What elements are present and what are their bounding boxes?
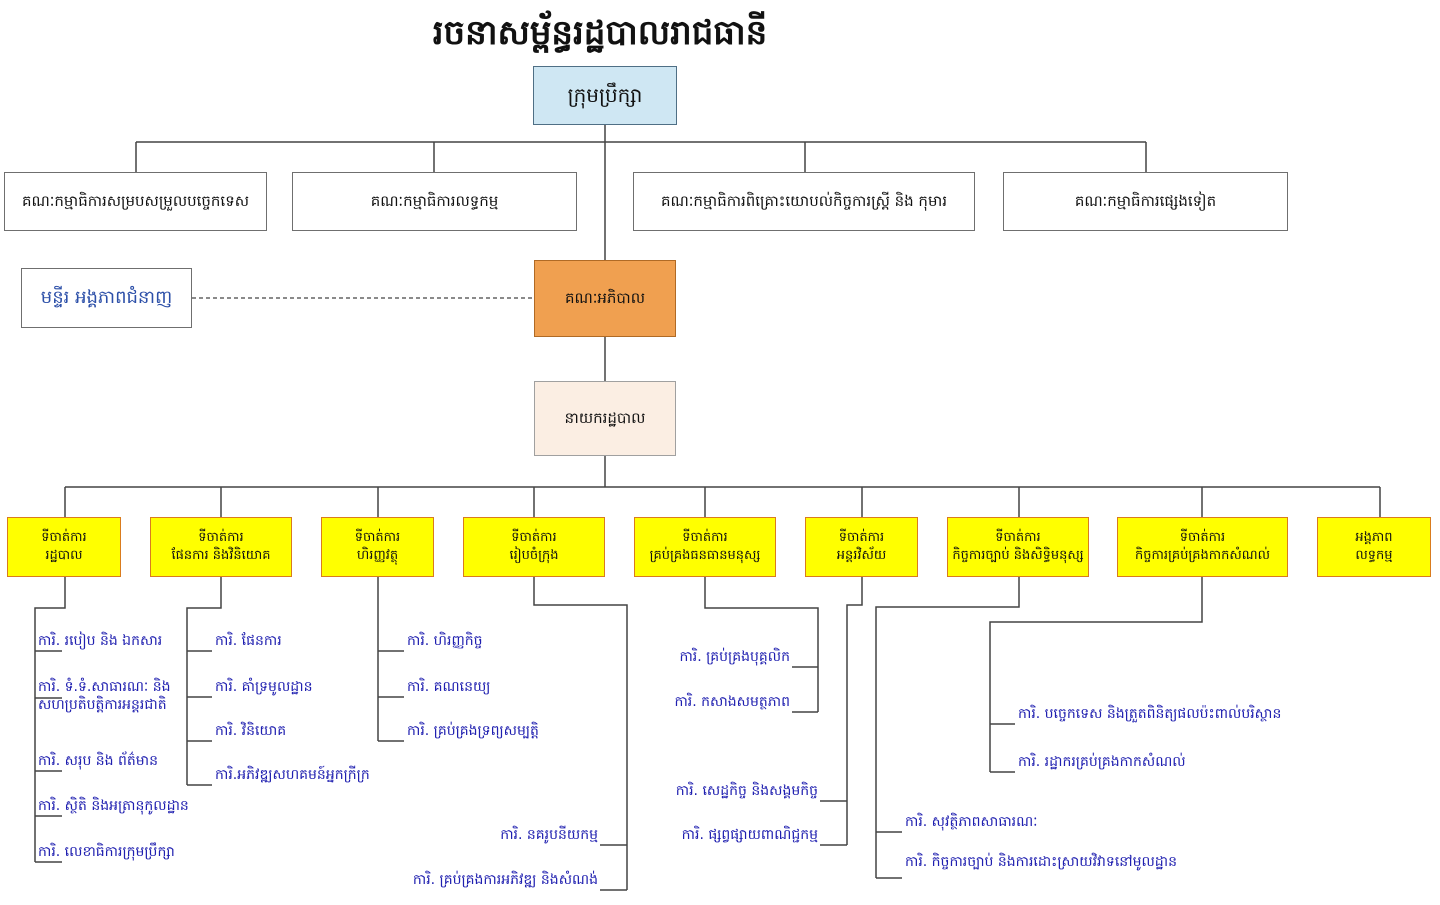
- chief-administrator-box: នាយករដ្ឋបាល: [534, 381, 676, 456]
- department-line2: កិច្ចការច្បាប់ និងសិទ្ធិមនុស្ស: [952, 548, 1084, 563]
- department-line1: ទីចាត់ការ: [1179, 530, 1226, 546]
- office-label: ការិ. សេដ្ឋកិច្ច និងសង្គមកិច្ច: [675, 783, 818, 799]
- specialized-units-label: មន្ទីរ អង្គភាពជំនាញ: [40, 286, 173, 308]
- department-line1: ទីចាត់ការ: [41, 530, 87, 546]
- office-label: ការិ. របៀប និង ឯកសារ: [38, 633, 163, 649]
- committee-label: គណៈកម្មាធិការផ្សេងទៀត: [1074, 192, 1217, 211]
- department-box: ទីចាត់ការគ្រប់គ្រងធនធានមនុស្ស: [634, 517, 776, 577]
- committee-procurement-box: គណៈកម្មាធិការលទ្ធកម្ម: [292, 172, 577, 231]
- office-label: ការិ. គាំទ្រមូលដ្ឋាន: [215, 679, 313, 695]
- committee-other-box: គណៈកម្មាធិការផ្សេងទៀត: [1003, 172, 1288, 231]
- office-label: ការិ. ផែនការ: [215, 633, 282, 649]
- department-line1: ទីចាត់ការ: [198, 530, 244, 546]
- department-box: ទីចាត់ការកិច្ចការគ្រប់គ្រងកាកសំណល់: [1117, 517, 1288, 577]
- office-label: ការិ. ស្ថិតិ និងអត្រានុកូលដ្ឋាន: [38, 798, 189, 814]
- office-label: ការិ. គណនេយ្យ: [407, 679, 491, 695]
- office-label: ការិ. ទំ.ទំ.សាធារណៈ និងសហប្រតិបត្តិការអន…: [38, 679, 171, 713]
- office-label: ការិ. នគរូបនីយកម្ម: [500, 827, 598, 843]
- office-label: ការិ. គ្រប់គ្រងការអភិវឌ្ឍ និងសំណង់: [412, 872, 598, 888]
- office-label: ការិ. ផ្សព្វផ្សាយពាណិជ្ជកម្ម: [681, 827, 818, 843]
- department-line2: កិច្ចការគ្រប់គ្រងកាកសំណល់: [1134, 548, 1270, 563]
- office-label: ការិ. រដ្ឋាករគ្រប់គ្រងកាកសំណល់: [1018, 754, 1186, 770]
- committee-technical-box: គណៈកម្មាធិការសម្របសម្រួលបច្ចេកទេស: [4, 172, 267, 231]
- department-box: ទីចាត់ការកិច្ចការច្បាប់ និងសិទ្ធិមនុស្ស: [947, 517, 1089, 577]
- committee-label: គណៈកម្មាធិការសម្របសម្រួលបច្ចេកទេស: [21, 192, 249, 211]
- office-label: ការិ. សរុប និង ព័ត៌មាន: [38, 753, 158, 769]
- office-label: ការិ. ហិរញ្ញកិច្ច: [407, 633, 483, 649]
- department-line2: រដ្ឋបាល: [45, 548, 83, 563]
- board-label: គណៈអភិបាល: [564, 289, 646, 308]
- department-box: អង្គភាពលទ្ធកម្ម: [1317, 517, 1431, 577]
- office-label: ការិ. បច្ចេកទេស និងត្រួតពិនិត្យផលប៉ះពាល់…: [1018, 706, 1282, 722]
- department-box: ទីចាត់ការអន្តរវិស័យ: [805, 517, 918, 577]
- office-label: ការិ. គ្រប់គ្រងបុគ្គលិក: [679, 649, 790, 665]
- chart-title: រចនាសម្ព័ន្ធរដ្ឋបាលរាជធានី: [432, 13, 768, 53]
- board-of-governors-box: គណៈអភិបាល: [534, 260, 676, 337]
- office-label: ការិ.អភិវឌ្ឍសហគមន៍អ្នកក្រីក្រ: [215, 767, 370, 783]
- council-label: ក្រុមប្រឹក្សា: [567, 83, 643, 107]
- department-line2: ផែនការ និងវិនិយោគ: [171, 548, 271, 563]
- committee-label: គណៈកម្មាធិការលទ្ធកម្ម: [370, 192, 499, 211]
- department-line2: គ្រប់គ្រងធនធានមនុស្ស: [649, 548, 761, 563]
- department-line2: លទ្ធកម្ម: [1355, 548, 1393, 563]
- committee-women-children-box: គណៈកម្មាធិការពិគ្រោះយោបល់កិច្ចការស្ត្រី …: [633, 172, 975, 231]
- office-label: ការិ. កិច្ចការច្បាប់ និងការដោះស្រាយវិវាទ…: [905, 854, 1178, 870]
- office-label: ការិ. គ្រប់គ្រងទ្រព្យសម្បត្តិ: [407, 723, 539, 739]
- council-box: ក្រុមប្រឹក្សា: [533, 66, 677, 125]
- office-label: ការិ. វិនិយោគ: [215, 723, 287, 739]
- specialized-units-box: មន្ទីរ អង្គភាពជំនាញ: [21, 268, 192, 328]
- department-line1: ទីចាត់ការ: [682, 530, 728, 546]
- office-label: ការិ. សុវត្ថិភាពសាធារណៈ: [905, 814, 1038, 830]
- department-line2: អន្តរវិស័យ: [836, 548, 887, 563]
- department-box: ទីចាត់ការហិរញ្ញវត្ថុ: [321, 517, 434, 577]
- department-line1: ទីចាត់ការ: [511, 530, 557, 546]
- department-box: ទីចាត់ការផែនការ និងវិនិយោគ: [150, 517, 292, 577]
- department-line1: ទីចាត់ការ: [354, 530, 401, 546]
- office-label: ការិ. លេខាធិការក្រុមប្រឹក្សា: [38, 844, 175, 860]
- chief-administrator-label: នាយករដ្ឋបាល: [564, 409, 646, 428]
- department-line2: ហិរញ្ញវត្ថុ: [356, 548, 399, 563]
- committee-label: គណៈកម្មាធិការពិគ្រោះយោបល់កិច្ចការស្ត្រី …: [661, 192, 947, 211]
- department-line1: ទីចាត់ការ: [838, 530, 885, 546]
- department-line1: អង្គភាព: [1355, 530, 1393, 546]
- department-box: ទីចាត់ការរដ្ឋបាល: [7, 517, 121, 577]
- department-box: ទីចាត់ការរៀបចំក្រុង: [463, 517, 605, 577]
- department-line1: ទីចាត់ការ: [995, 530, 1041, 546]
- department-line2: រៀបចំក្រុង: [509, 548, 559, 563]
- office-label: ការិ. កសាងសមត្ថភាព: [674, 694, 790, 710]
